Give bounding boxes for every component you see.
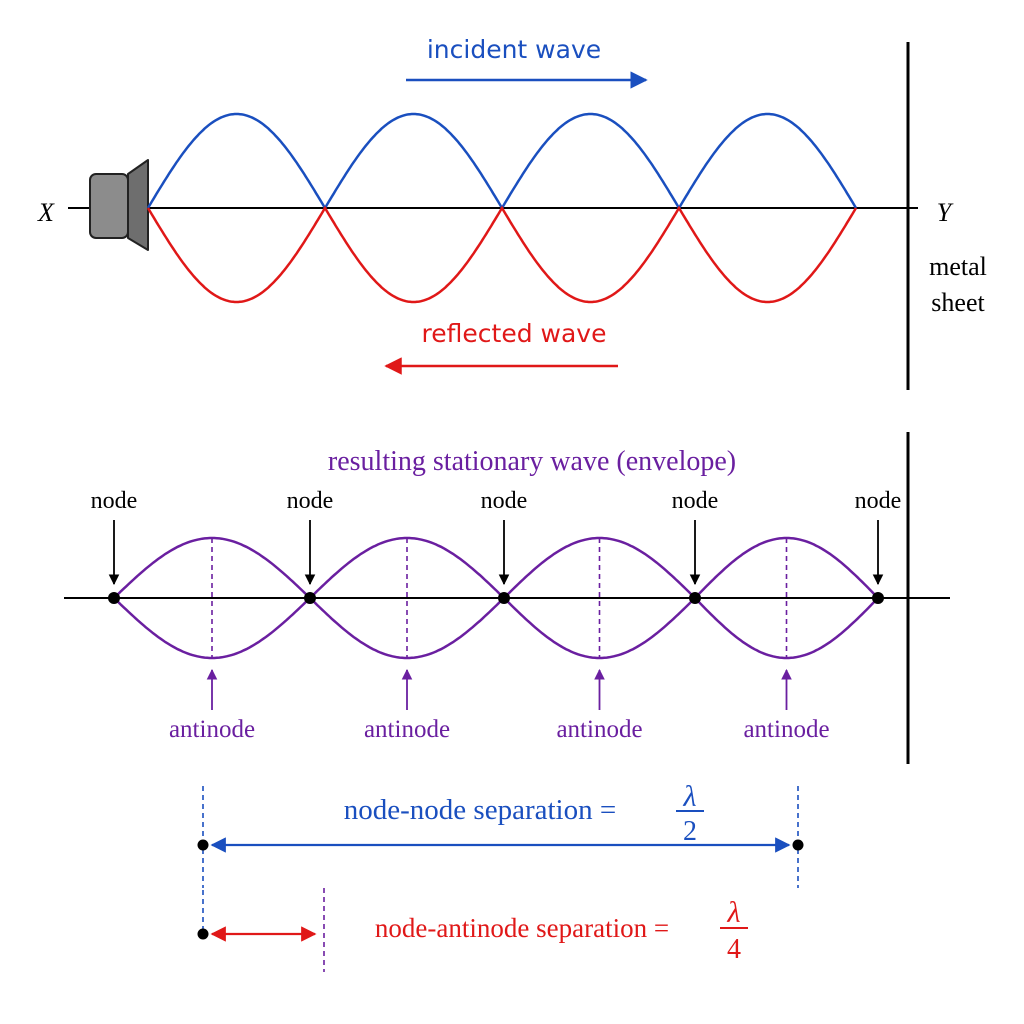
node-node-right-dot: [792, 839, 804, 851]
bottom-panel: resulting stationary wave (envelope) nod…: [64, 432, 950, 764]
node-point: [689, 592, 701, 604]
y-end-label: Y: [937, 198, 954, 227]
incident-wave-label: incident wave: [427, 35, 601, 64]
x-end-label: X: [37, 198, 55, 227]
speaker-icon: [89, 159, 149, 251]
node-node-left-dot: [197, 839, 209, 851]
separation-panel: node-node separation = λ 2 node-antinode…: [197, 780, 804, 972]
incident-wave: [146, 112, 858, 211]
node-label: node: [481, 488, 528, 514]
node-point: [872, 592, 884, 604]
node-label: node: [855, 488, 902, 514]
reflected-wave-label: reflected wave: [422, 319, 607, 348]
antinode-group: antinode antinode antinode antinode: [169, 538, 830, 743]
node-antinode-left-dot: [197, 928, 209, 940]
node-antinode-separation-text: node-antinode separation =: [375, 913, 669, 943]
node-label: node: [672, 488, 719, 514]
metal-sheet-label-line1: metal: [929, 252, 987, 281]
node-node-separation-text: node-node separation =: [344, 794, 616, 826]
antinode-label: antinode: [364, 716, 450, 743]
stationary-wave-title: resulting stationary wave (envelope): [328, 446, 736, 477]
metal-sheet-label-line2: sheet: [931, 288, 985, 317]
antinode-label: antinode: [743, 716, 829, 743]
node-group: node node node node node: [91, 488, 902, 604]
node-point: [498, 592, 510, 604]
node-point: [304, 592, 316, 604]
antinode-label: antinode: [556, 716, 642, 743]
top-panel: X Y metal sheet incident wave reflected …: [37, 35, 987, 390]
node-label: node: [91, 488, 138, 514]
node-node-fraction-numerator: λ: [683, 780, 697, 813]
node-antinode-fraction-numerator: λ: [727, 896, 741, 929]
node-antinode-fraction-denominator: 4: [727, 934, 741, 965]
node-point: [108, 592, 120, 604]
reflected-wave: [146, 205, 858, 304]
antinode-label: antinode: [169, 716, 255, 743]
node-label: node: [287, 488, 334, 514]
node-node-fraction-denominator: 2: [683, 816, 697, 847]
